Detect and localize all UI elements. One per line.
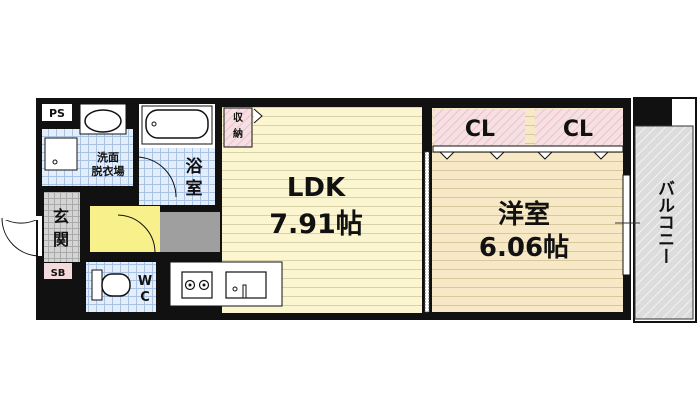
entrance-door-gap [0,216,42,220]
storage-label-1: 収 [233,112,244,124]
ldk-size: 7.91帖 [269,209,363,240]
balcony-column [634,98,672,126]
bathtub-drain [151,121,157,127]
closet-door-track [432,145,624,153]
balcony-label: バルコニー [654,179,675,264]
bath-floor [139,148,215,205]
washroom-label-2: 脱衣場 [92,164,125,178]
drain-icon [52,159,58,165]
balcony-window [622,174,631,276]
toilet-label-2: C [140,290,150,305]
sliding-partition [424,151,430,313]
ps-label: PS [49,107,65,120]
toilet-tank [91,269,103,301]
toilet-door-swing [117,214,156,253]
sink-drain [232,286,238,292]
closet-2 [535,109,623,146]
storage-door-mark [253,108,263,124]
western-room-label: 洋室 [498,199,550,230]
stove [181,271,213,299]
bathtub [145,109,209,139]
ldk-label: LDK [287,173,346,203]
toilet-label-1: W [138,274,152,289]
bath-door-swing [135,156,177,198]
closet-1 [433,109,525,146]
pipe-space [42,104,72,121]
ldk-doorway [160,212,220,252]
entrance-door-swing [1,217,41,257]
sb-label: SB [51,268,66,279]
burner-icon [198,279,210,291]
western-room-size: 6.06帖 [479,233,569,263]
bath-label-2: 室 [186,178,203,199]
closet-door-marks [438,151,610,160]
closet-2-label: CL [563,117,593,142]
storage-label-2: 納 [233,127,243,140]
closet-1-label: CL [465,117,495,142]
storage [223,107,253,148]
balcony-floor [634,125,694,320]
wash-basin [84,109,122,133]
bath-label-1: 浴 [186,156,204,177]
burner-icon [184,279,196,291]
faucet [242,284,247,299]
toilet-bowl [101,273,131,297]
entrance-floor [44,192,80,262]
entrance-label-1: 玄 [53,207,69,226]
washroom-label-1: 洗面 [97,150,119,164]
shoe-box [44,263,72,279]
entrance-label-2: 関 [53,230,69,249]
washing-machine-pan [44,137,78,171]
